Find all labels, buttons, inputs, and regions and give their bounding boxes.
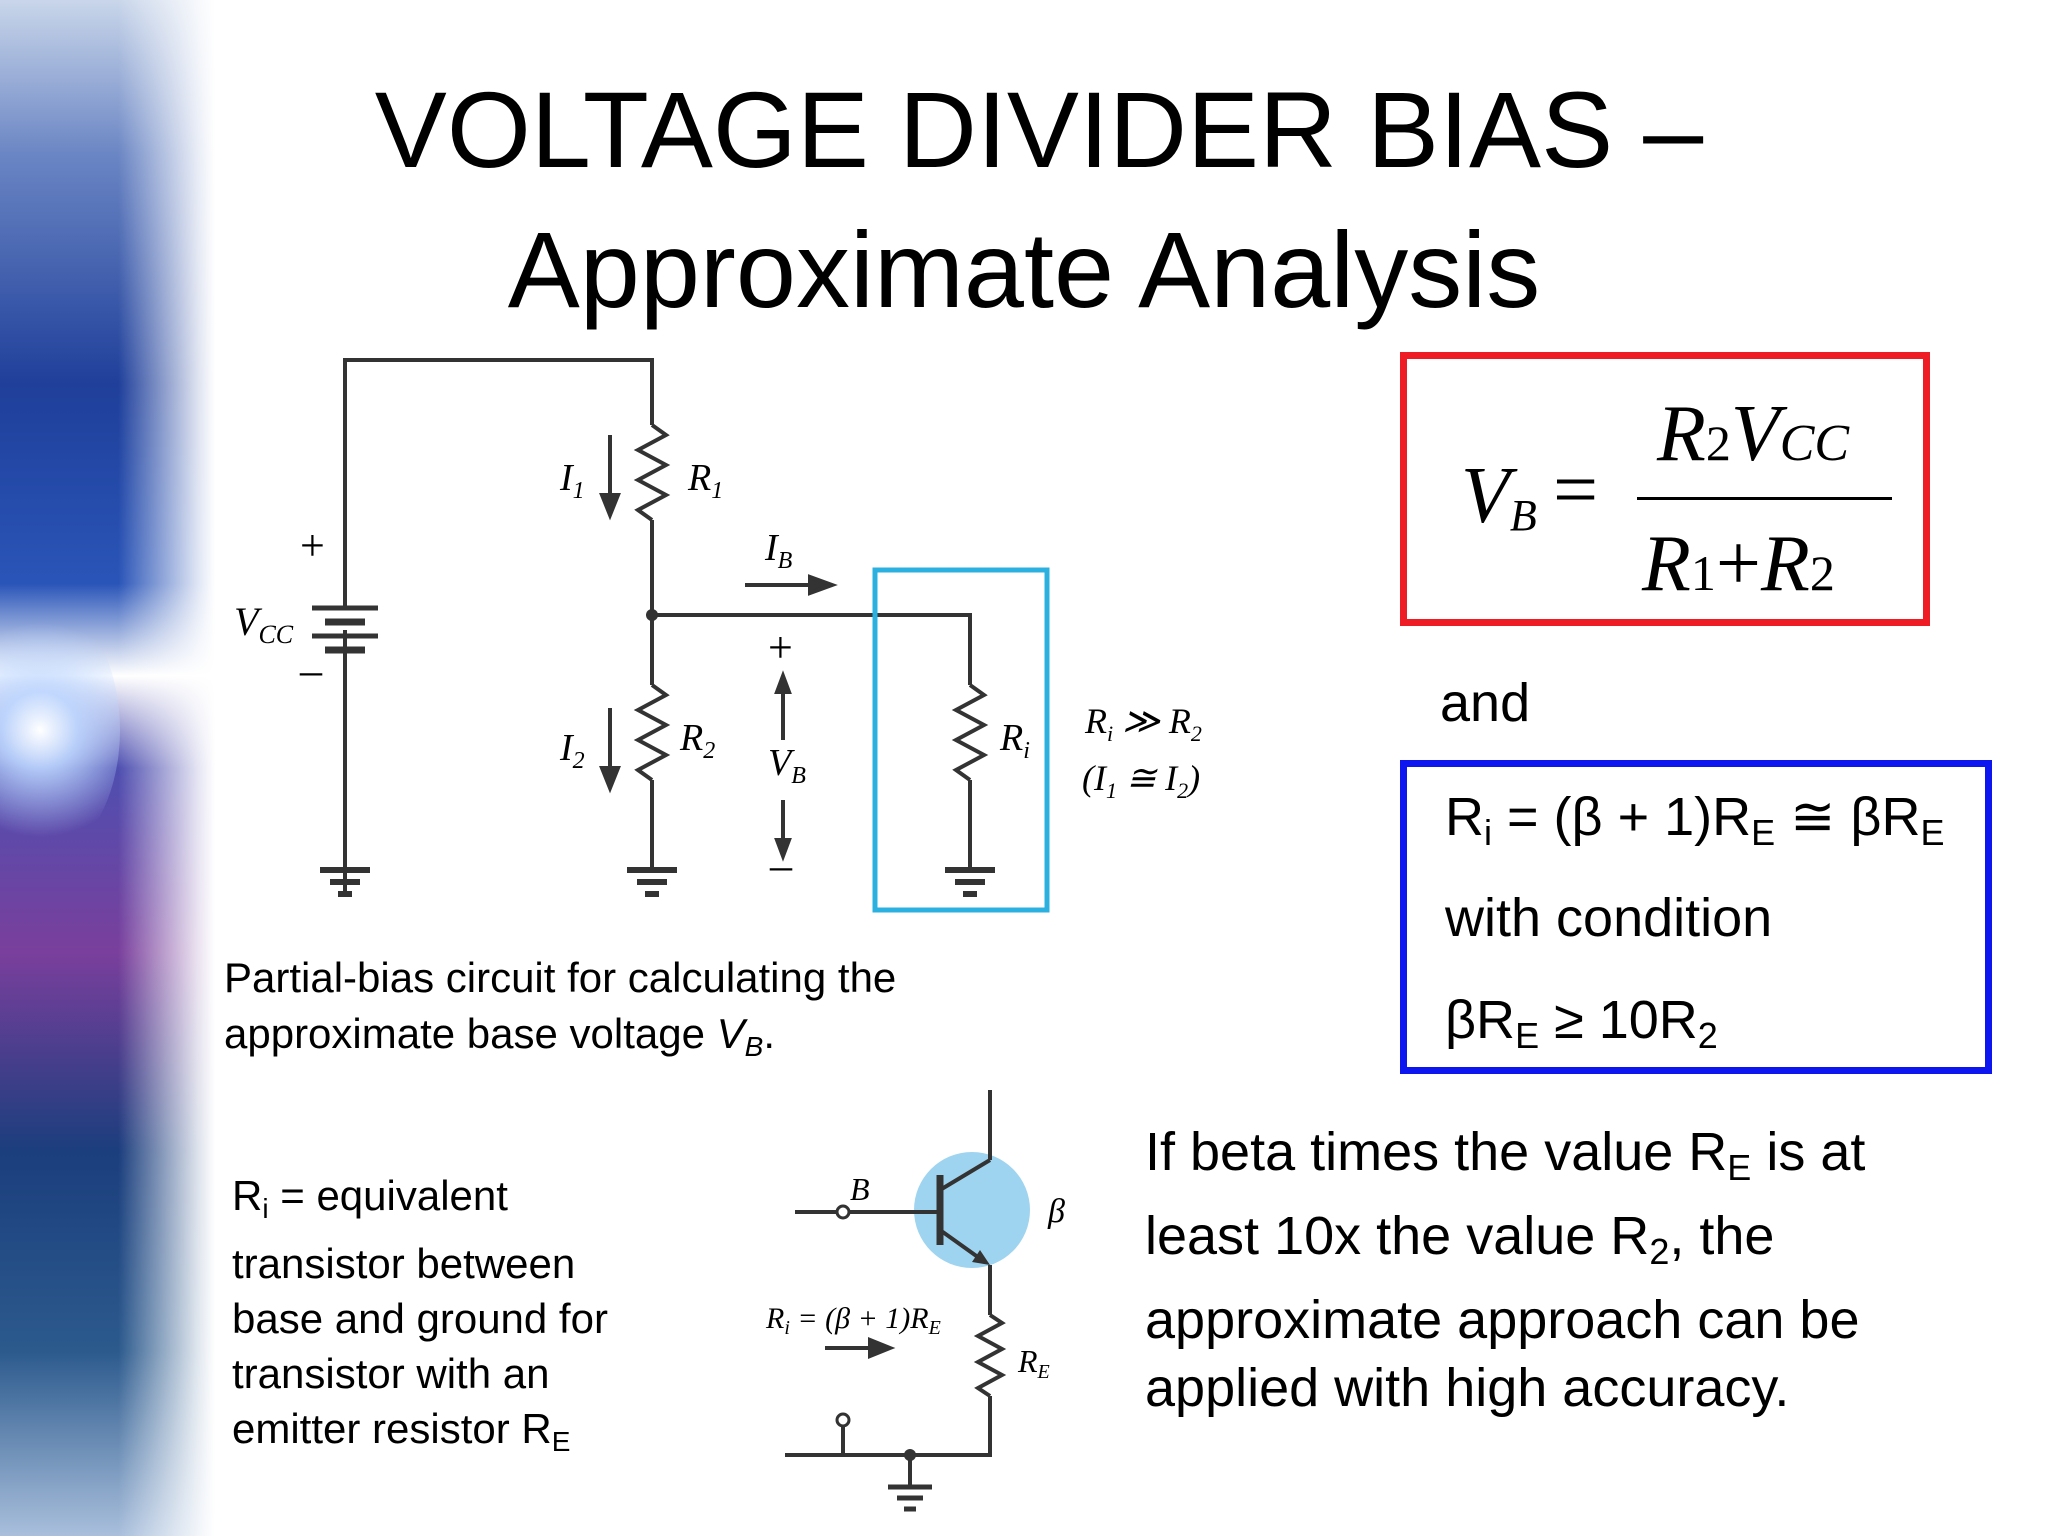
- vb-formula: VB = R2VCC R1+R2: [1407, 359, 1923, 619]
- label-b: B: [850, 1171, 870, 1207]
- label-condition-1: Ri ≫ R2: [1084, 701, 1202, 746]
- beta-line-4: applied with high accuracy.: [1145, 1358, 1790, 1418]
- emitter-lead: [938, 1228, 984, 1262]
- ground-symbol-2: [888, 1484, 932, 1512]
- wire-re-ground: [785, 1396, 992, 1457]
- ground-symbols: [320, 867, 995, 897]
- label-i1: I1: [559, 457, 585, 504]
- label-r2: R2: [679, 717, 715, 764]
- caption-line-2: approximate base voltage VB.: [224, 1010, 776, 1062]
- label-vcc: VCC: [234, 599, 294, 649]
- formula-equals: =: [1553, 446, 1599, 534]
- battery-plus: +: [300, 521, 325, 570]
- decorative-circuit-board-strip: [0, 0, 215, 1536]
- base-terminal: [835, 1204, 851, 1220]
- title-line-2: Approximate Analysis: [507, 209, 1541, 330]
- beta-explanation: If beta times the value RE is at least 1…: [1145, 1118, 1865, 1422]
- label-ib: IB: [764, 527, 793, 574]
- junction-dot: [904, 1449, 916, 1461]
- label-beta: β: [1047, 1193, 1065, 1230]
- partial-bias-circuit: + – VCC I1 R1 IB + – I2 R2 VB Ri Ri ≫ R2…: [234, 358, 1202, 913]
- current-arrows: [599, 435, 838, 862]
- beta-line-3: approximate approach can be: [1145, 1290, 1860, 1350]
- resistor-ri-zigzag: [951, 683, 989, 782]
- battery-minus: –: [299, 646, 323, 695]
- decorative-glow: [0, 600, 120, 860]
- ri-desc-line-3: base and ground for: [232, 1295, 608, 1342]
- ri-description: Ri = equivalent transistor between base …: [232, 1168, 608, 1469]
- emitter-arrow: [972, 1250, 990, 1265]
- label-i2: I2: [559, 727, 585, 774]
- with-condition-text: with condition: [1445, 888, 1773, 948]
- resistor-r1-zigzag: [633, 423, 671, 522]
- caption-line-1: Partial-bias circuit for calculating the: [224, 954, 897, 1001]
- ri-desc-line-1: Ri = equivalent: [232, 1172, 508, 1224]
- ri-highlight-box: [872, 567, 1050, 913]
- circuit-caption: Partial-bias circuit for calculating the…: [224, 950, 896, 1075]
- ri-condition-box: Ri = (β + 1)RE ≅ βRE with condition βRE …: [1400, 760, 1992, 1074]
- ri-equation: Ri = (β + 1)RE ≅ βRE: [1445, 787, 1945, 853]
- battery-symbol: [312, 605, 378, 654]
- vb-formula-box: VB = R2VCC R1+R2: [1400, 352, 1930, 626]
- label-re: RE: [1017, 1343, 1050, 1383]
- label-ri-equation: Ri = (β + 1)RE: [765, 1302, 941, 1339]
- ri-desc-line-5: emitter resistor RE: [232, 1405, 571, 1457]
- ground-terminal: [835, 1412, 851, 1428]
- ri-desc-line-2: transistor between: [232, 1240, 576, 1287]
- ri-desc-line-4: transistor with an: [232, 1350, 550, 1397]
- beta-line-1: If beta times the value RE is at: [1145, 1122, 1866, 1188]
- formula-numerator: R2VCC: [1657, 390, 1850, 478]
- label-vb: VB: [768, 742, 806, 789]
- condition-equation: βRE ≥ 10R2: [1445, 990, 1718, 1056]
- ri-arrow: [825, 1337, 896, 1359]
- transistor-equivalent-circuit: B β Ri = (β + 1)RE RE: [765, 1090, 1065, 1512]
- slide-title: VOLTAGE DIVIDER BIAS – Approximate Analy…: [0, 60, 2048, 340]
- collector-lead: [938, 1158, 992, 1192]
- label-ri: Ri: [999, 717, 1030, 764]
- wire-node-ri: [652, 613, 972, 685]
- resistor-re-zigzag: [973, 1313, 1007, 1398]
- label-r1: R1: [687, 457, 723, 504]
- resistor-r2-zigzag: [633, 683, 671, 782]
- title-line-1: VOLTAGE DIVIDER BIAS –: [374, 69, 1704, 190]
- formula-denominator: R1+R2: [1642, 520, 1835, 608]
- and-label: and: [1440, 673, 1531, 733]
- beta-line-2: least 10x the value R2, the: [1145, 1206, 1775, 1272]
- formula-lhs: VB: [1461, 452, 1537, 540]
- label-condition-2: (I1 ≅ I2): [1082, 758, 1200, 803]
- wire-top: [343, 358, 654, 895]
- fraction-bar: [1637, 497, 1892, 500]
- vb-plus: +: [768, 623, 793, 672]
- vb-minus: –: [769, 841, 793, 890]
- node-dot: [646, 609, 658, 621]
